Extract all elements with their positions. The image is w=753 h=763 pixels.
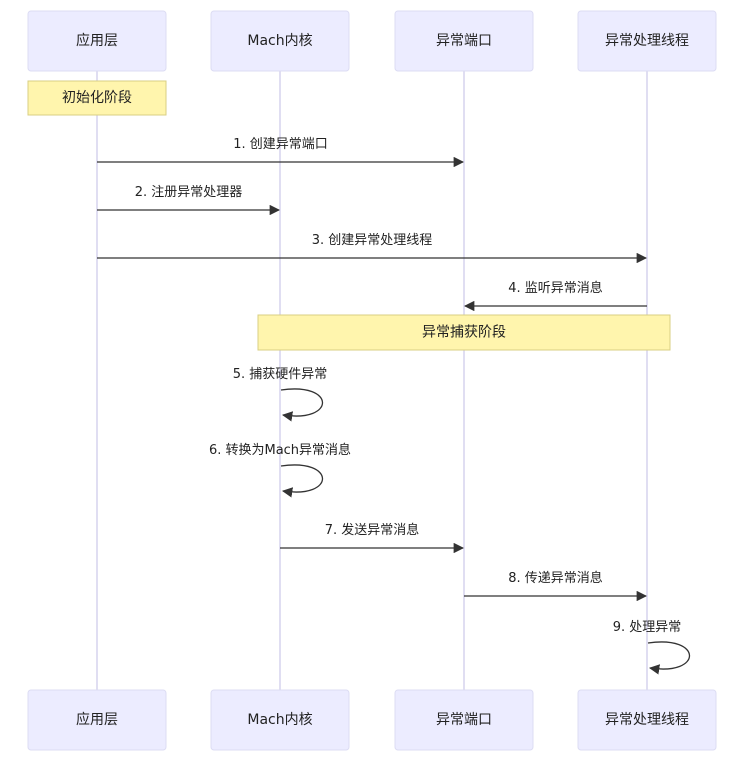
message-3: 3. 创建异常处理线程: [97, 233, 648, 264]
participant-label: 异常端口: [436, 33, 492, 49]
participant-box: [210, 10, 350, 72]
message-5: 5. 捕获硬件异常: [233, 366, 328, 422]
participant-box: [577, 10, 717, 72]
message-9: 9. 处理异常: [613, 620, 690, 675]
participant-app-top: 应用层: [27, 10, 167, 72]
note-label: 异常捕获阶段: [422, 325, 506, 341]
participant-box: [394, 10, 534, 72]
message-label: 5. 捕获硬件异常: [233, 366, 328, 382]
participant-thread-top: 异常处理线程: [577, 10, 717, 72]
message-label: 9. 处理异常: [613, 620, 682, 635]
participant-label: 异常处理线程: [605, 712, 689, 728]
participant-label: 异常端口: [436, 712, 492, 728]
note-capture: 异常捕获阶段: [257, 314, 671, 351]
participant-label: 应用层: [76, 32, 118, 49]
participant-thread-bottom: 异常处理线程: [577, 689, 717, 751]
participant-port-top: 异常端口: [394, 10, 534, 72]
message-label: 1. 创建异常端口: [233, 137, 328, 152]
self-loop-arrow: [280, 388, 323, 422]
participant-app-bottom: 应用层: [27, 689, 167, 751]
note-box: [257, 314, 671, 351]
message-1: 1. 创建异常端口: [97, 137, 465, 168]
participant-box: [27, 689, 167, 751]
message-6: 6. 转换为Mach异常消息: [209, 442, 351, 498]
message-8: 8. 传递异常消息: [464, 570, 648, 602]
note-init: 初始化阶段: [27, 80, 167, 116]
self-loop-arrow: [647, 641, 690, 675]
message-label: 3. 创建异常处理线程: [312, 233, 433, 248]
participant-kernel-bottom: Mach内核: [210, 689, 350, 751]
participant-label: Mach内核: [247, 33, 312, 49]
participant-box: [210, 689, 350, 751]
message-2: 2. 注册异常处理器: [97, 185, 281, 216]
participant-box: [27, 10, 167, 72]
message-label: 7. 发送异常消息: [325, 522, 420, 538]
participant-label: 异常处理线程: [605, 33, 689, 49]
message-label: 4. 监听异常消息: [508, 280, 603, 296]
participant-box: [577, 689, 717, 751]
message-label: 2. 注册异常处理器: [135, 185, 243, 200]
message-4: 4. 监听异常消息: [463, 280, 647, 312]
message-label: 6. 转换为Mach异常消息: [209, 442, 351, 458]
participant-port-bottom: 异常端口: [394, 689, 534, 751]
note-box: [27, 80, 167, 116]
note-label: 初始化阶段: [62, 89, 132, 106]
message-7: 7. 发送异常消息: [280, 522, 465, 554]
participant-kernel-top: Mach内核: [210, 10, 350, 72]
participant-label: 应用层: [76, 711, 118, 728]
message-label: 8. 传递异常消息: [508, 570, 603, 586]
participant-box: [394, 689, 534, 751]
self-loop-arrow: [280, 464, 323, 498]
participant-label: Mach内核: [247, 712, 312, 728]
